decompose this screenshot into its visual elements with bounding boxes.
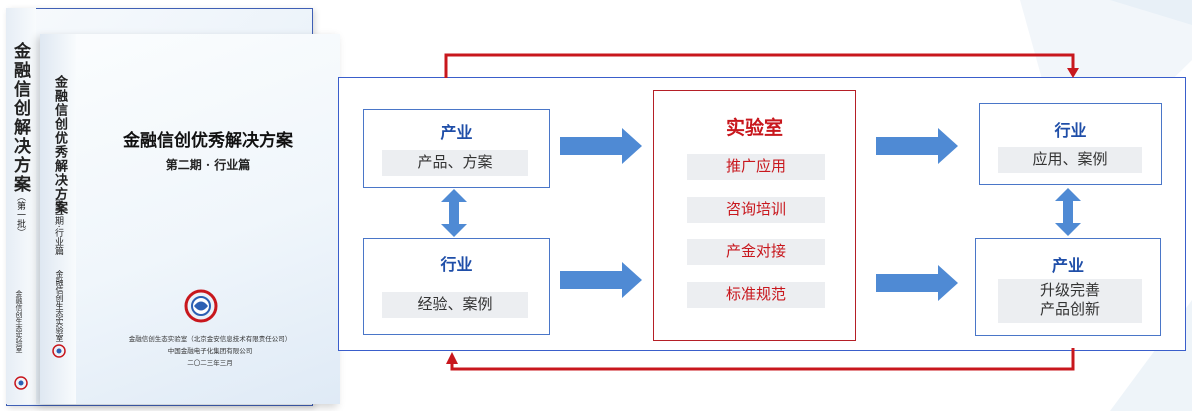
book-title-first-batch: 金融信创解决方案 xyxy=(10,42,30,194)
lab-item-standards: 标准规范 xyxy=(687,282,825,308)
book-spine-subtitle: 第二期·行业篇 xyxy=(53,198,63,255)
arrow-experience-to-lab-icon xyxy=(560,262,642,298)
book-org-first-batch: 金融信创生态实验室 xyxy=(15,290,23,353)
book-logo-small-icon xyxy=(14,376,28,390)
lab-item-promotion: 推广应用 xyxy=(687,154,825,180)
industry-upgrade-box: 产业 升级完善 产品创新 xyxy=(975,238,1161,336)
book-spine-logo-icon xyxy=(52,344,66,358)
bottom-loop-arrowhead-icon xyxy=(446,352,458,364)
sector-application-item: 应用、案例 xyxy=(998,147,1142,173)
bottom-loop-line xyxy=(450,348,1075,371)
sector-application-box: 行业 应用、案例 xyxy=(979,103,1162,185)
sector-application-title: 行业 xyxy=(1054,123,1087,140)
industry-upgrade-title: 产业 xyxy=(1051,258,1084,275)
sector-experience-item: 经验、案例 xyxy=(382,292,528,318)
top-loop-line xyxy=(444,53,1075,78)
book-subtitle: 第二期 · 行业篇 xyxy=(165,158,251,172)
industry-upgrade-item: 升级完善 产品创新 xyxy=(998,279,1142,323)
sector-experience-box: 行业 经验、案例 xyxy=(363,238,550,335)
book-title: 金融信创优秀解决方案 xyxy=(123,131,293,151)
lab-item-matching: 产金对接 xyxy=(687,239,825,265)
book-spine-title: 金融信创优秀解决方案 xyxy=(52,75,67,215)
book-spine-first-batch xyxy=(6,8,36,404)
book-spine-second-issue xyxy=(40,34,76,404)
arrow-lab-to-application-icon xyxy=(876,128,958,164)
industry-supply-box: 产业 产品、方案 xyxy=(363,109,550,188)
lab-box: 实验室 推广应用 咨询培训 产金对接 标准规范 xyxy=(653,90,856,341)
top-loop-arrowhead-icon xyxy=(1067,68,1079,78)
industry-supply-item: 产品、方案 xyxy=(382,150,528,176)
arrow-lab-to-upgrade-icon xyxy=(876,265,958,301)
arrow-supply-to-lab-icon xyxy=(560,128,642,164)
lab-logo-icon xyxy=(184,289,218,323)
lab-title: 实验室 xyxy=(725,118,783,139)
book-footer-publisher: 金融信创生态实验室（北京金安信息技术有限责任公司） xyxy=(128,335,292,343)
industry-upgrade-item-line1: 升级完善 xyxy=(1039,282,1100,299)
book-footer-date: 二〇二三年三月 xyxy=(187,359,233,367)
book-footer-group: 中国金融电子化集团有限公司 xyxy=(167,347,253,355)
sector-experience-title: 行业 xyxy=(440,257,473,274)
feedback-loop-arrows xyxy=(444,53,1079,371)
lab-item-consulting: 咨询培训 xyxy=(687,197,825,223)
industry-upgrade-item-line2: 产品创新 xyxy=(1039,301,1100,318)
book-spine-org: 金融信创生态实验室 xyxy=(55,270,64,342)
book-subtitle-first-batch: （第一批） xyxy=(15,192,25,237)
right-double-arrow-icon xyxy=(1055,188,1081,236)
book-cover-second-issue xyxy=(40,34,340,404)
industry-supply-title: 产业 xyxy=(440,125,473,142)
left-double-arrow-icon xyxy=(441,189,467,237)
